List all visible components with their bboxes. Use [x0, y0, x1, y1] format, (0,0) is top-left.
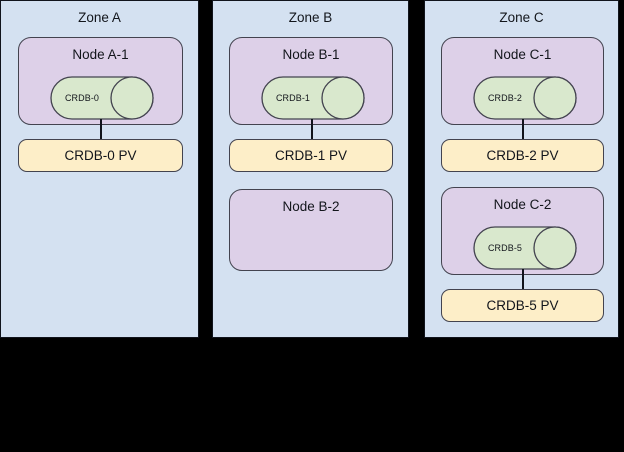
- connector-node-b-1-to-crdb-1-pv: [311, 119, 313, 141]
- node-c-1-title: Node C-1: [493, 47, 552, 62]
- zone-c-title: Zone C: [499, 10, 544, 25]
- pv-crdb-5[interactable]: CRDB-5 PV: [441, 289, 604, 322]
- connector-node-c-1-to-crdb-2-pv: [522, 119, 524, 141]
- node-a-1[interactable]: Node A-1 CRDB-0: [18, 37, 183, 125]
- pv-crdb-2-label: CRDB-2 PV: [486, 148, 559, 163]
- database-crdb-0[interactable]: CRDB-0: [50, 76, 154, 120]
- node-b-1[interactable]: Node B-1 CRDB-1: [229, 37, 393, 125]
- zone-c: Zone C Node C-1 CRDB-2 CRDB-2 PV Node C-…: [424, 0, 619, 338]
- database-crdb-0-label: CRDB-0: [64, 93, 100, 103]
- pv-crdb-1-label: CRDB-1 PV: [274, 148, 347, 163]
- database-crdb-5[interactable]: CRDB-5: [473, 226, 577, 270]
- database-crdb-5-label: CRDB-5: [487, 243, 523, 253]
- zone-a-title: Zone A: [78, 10, 121, 25]
- node-c-1[interactable]: Node C-1 CRDB-2: [441, 37, 604, 125]
- zone-b: Zone B Node B-1 CRDB-1 CRDB-1 PV Node B-…: [212, 0, 409, 338]
- zone-a: Zone A Node A-1 CRDB-0 CRDB-0 PV: [0, 0, 199, 338]
- pv-crdb-2[interactable]: CRDB-2 PV: [441, 139, 604, 172]
- database-crdb-2[interactable]: CRDB-2: [473, 76, 577, 120]
- node-b-1-title: Node B-1: [282, 47, 340, 62]
- node-c-2[interactable]: Node C-2 CRDB-5: [441, 187, 604, 275]
- pv-crdb-1[interactable]: CRDB-1 PV: [229, 139, 393, 172]
- connector-node-a-1-to-crdb-0-pv: [100, 119, 102, 141]
- node-a-1-title: Node A-1: [72, 47, 129, 62]
- connector-node-c-2-to-crdb-5-pv: [522, 269, 524, 291]
- node-b-2-title: Node B-2: [282, 199, 340, 214]
- pv-crdb-5-label: CRDB-5 PV: [486, 298, 559, 313]
- pv-crdb-0-label: CRDB-0 PV: [64, 148, 137, 163]
- database-crdb-2-label: CRDB-2: [487, 93, 523, 103]
- zone-b-title: Zone B: [288, 10, 333, 25]
- database-crdb-1-label: CRDB-1: [275, 93, 311, 103]
- pv-crdb-0[interactable]: CRDB-0 PV: [18, 139, 183, 172]
- database-crdb-1[interactable]: CRDB-1: [261, 76, 365, 120]
- node-c-2-title: Node C-2: [493, 197, 552, 212]
- node-b-2[interactable]: Node B-2: [229, 189, 393, 271]
